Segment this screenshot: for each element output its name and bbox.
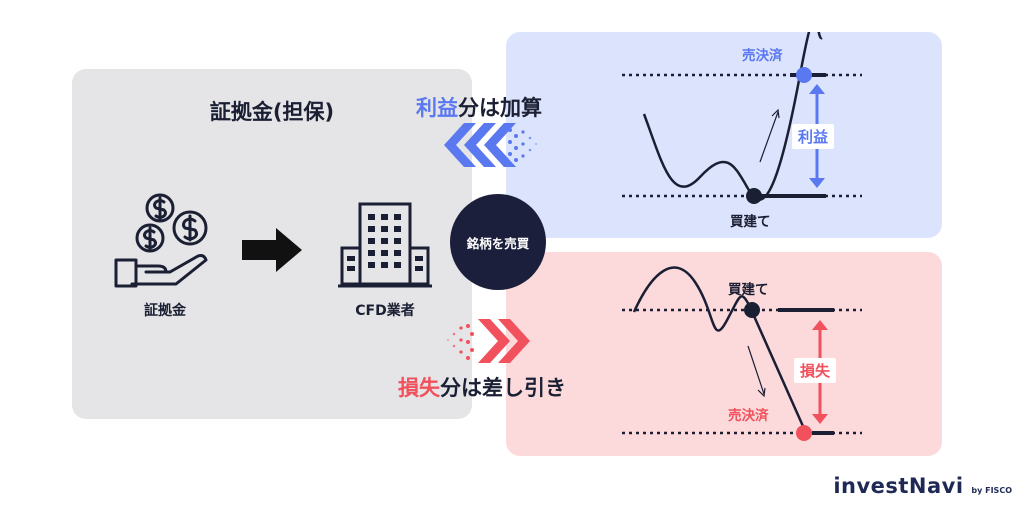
- loss-tag: 損失: [794, 358, 837, 383]
- profit-chart: [622, 32, 862, 204]
- deposit-label: 証拠金: [144, 303, 186, 319]
- loss-caption-rest: 分は差し引き: [440, 376, 566, 400]
- profit-panel: [506, 32, 942, 238]
- loss-sell-label: 売決済: [728, 408, 769, 424]
- coins-hand-icon: [114, 193, 208, 288]
- trade-circle: 銘柄を売買: [450, 194, 546, 290]
- profit-tag: 利益: [792, 124, 835, 149]
- building-icon: [338, 202, 432, 288]
- investnavi-logo: investNavi by FISCO: [833, 474, 1012, 498]
- trade-label: 銘柄を売買: [466, 235, 530, 251]
- loss-caption: 損失分は差し引き: [398, 372, 566, 402]
- profit-buy-label: 買建て: [730, 214, 771, 230]
- loss-panel: [506, 252, 942, 456]
- chevron-left-icon: [444, 123, 537, 167]
- loss-buy-label: 買建て: [728, 282, 769, 298]
- profit-sell-label: 売決済: [742, 48, 783, 64]
- chevron-right-icon: [447, 319, 530, 363]
- broker-label: CFD業者: [355, 303, 415, 319]
- arrow-right-icon: [242, 228, 302, 272]
- logo-sub: by FISCO: [971, 486, 1012, 495]
- logo-main: investNavi: [833, 474, 964, 498]
- profit-caption-rest: 分は加算: [458, 96, 542, 120]
- loss-caption-highlight: 損失: [398, 376, 440, 400]
- profit-caption: 利益分は加算: [416, 92, 542, 122]
- margin-panel-title: 証拠金(担保): [209, 100, 335, 124]
- profit-caption-highlight: 利益: [416, 96, 458, 120]
- loss-chart: [622, 266, 862, 441]
